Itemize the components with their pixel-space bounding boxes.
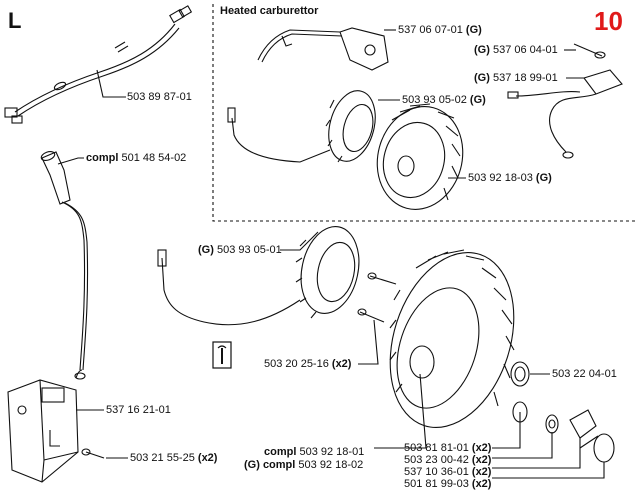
leader-main-coil xyxy=(280,231,319,251)
leader-coil-screw xyxy=(358,319,379,365)
section-letter: L xyxy=(8,8,22,33)
label-inset-flywheel: 503 92 18-03 (G) xyxy=(468,172,552,184)
wrench-icon xyxy=(212,341,232,369)
screw-g xyxy=(573,43,606,59)
switch-g xyxy=(507,69,623,159)
label-heater-plate: 537 06 07-01 (G) xyxy=(398,24,482,36)
leader-spark-boot xyxy=(57,157,84,165)
leader-wire-harness xyxy=(96,69,126,98)
main-flywheel xyxy=(389,249,515,429)
module-screw xyxy=(81,448,105,459)
leader-pawl-4 xyxy=(492,462,605,479)
label-pawl-1: 503 81 81-01 (x2) xyxy=(404,442,492,454)
label-flywheel-compl-g: (G) compl 503 92 18-02 xyxy=(244,459,364,471)
label-ignition-module: 537 16 21-01 xyxy=(106,404,171,416)
leader-pawl-2 xyxy=(492,432,553,459)
label-switch-g: (G) 537 18 99-01 xyxy=(474,72,558,84)
wire-harness xyxy=(4,5,193,124)
flywheel-nut xyxy=(510,361,530,387)
label-wire-harness: 503 89 87-01 xyxy=(127,91,192,103)
inset-title: Heated carburettor xyxy=(220,5,319,17)
pawl-assembly xyxy=(512,401,615,463)
heater-plate xyxy=(257,27,389,71)
label-nut: 503 22 04-01 xyxy=(552,368,617,380)
label-coil-screw: 503 20 25-16 (x2) xyxy=(264,358,352,370)
label-module-screw: 503 21 55-25 (x2) xyxy=(130,452,218,464)
leader-pawl-1 xyxy=(492,412,521,449)
inset-flywheel xyxy=(376,103,464,210)
label-flywheel-compl: compl 503 92 18-01 xyxy=(264,446,365,458)
leader-flywheel xyxy=(374,373,427,449)
label-screw-g: (G) 537 06 04-01 xyxy=(474,44,558,56)
coil-screws xyxy=(357,272,397,323)
spark-plug-boot xyxy=(40,150,89,371)
page-number: 10 xyxy=(594,6,623,36)
leader-pawl-3 xyxy=(492,438,581,469)
label-main-coil: (G) 503 93 05-01 xyxy=(198,244,282,256)
inset-coil xyxy=(227,90,376,163)
inset-border xyxy=(212,4,635,222)
label-spark-boot: compl 501 48 54-02 xyxy=(86,152,187,164)
label-pawl-2: 503 23 00-42 (x2) xyxy=(404,454,492,466)
label-pawl-4: 501 81 99-03 (x2) xyxy=(404,478,492,490)
ignition-module xyxy=(7,369,86,483)
label-pawl-3: 537 10 36-01 (x2) xyxy=(404,466,492,478)
label-inset-coil: 503 93 05-02 (G) xyxy=(402,94,486,106)
main-coil xyxy=(157,226,360,326)
